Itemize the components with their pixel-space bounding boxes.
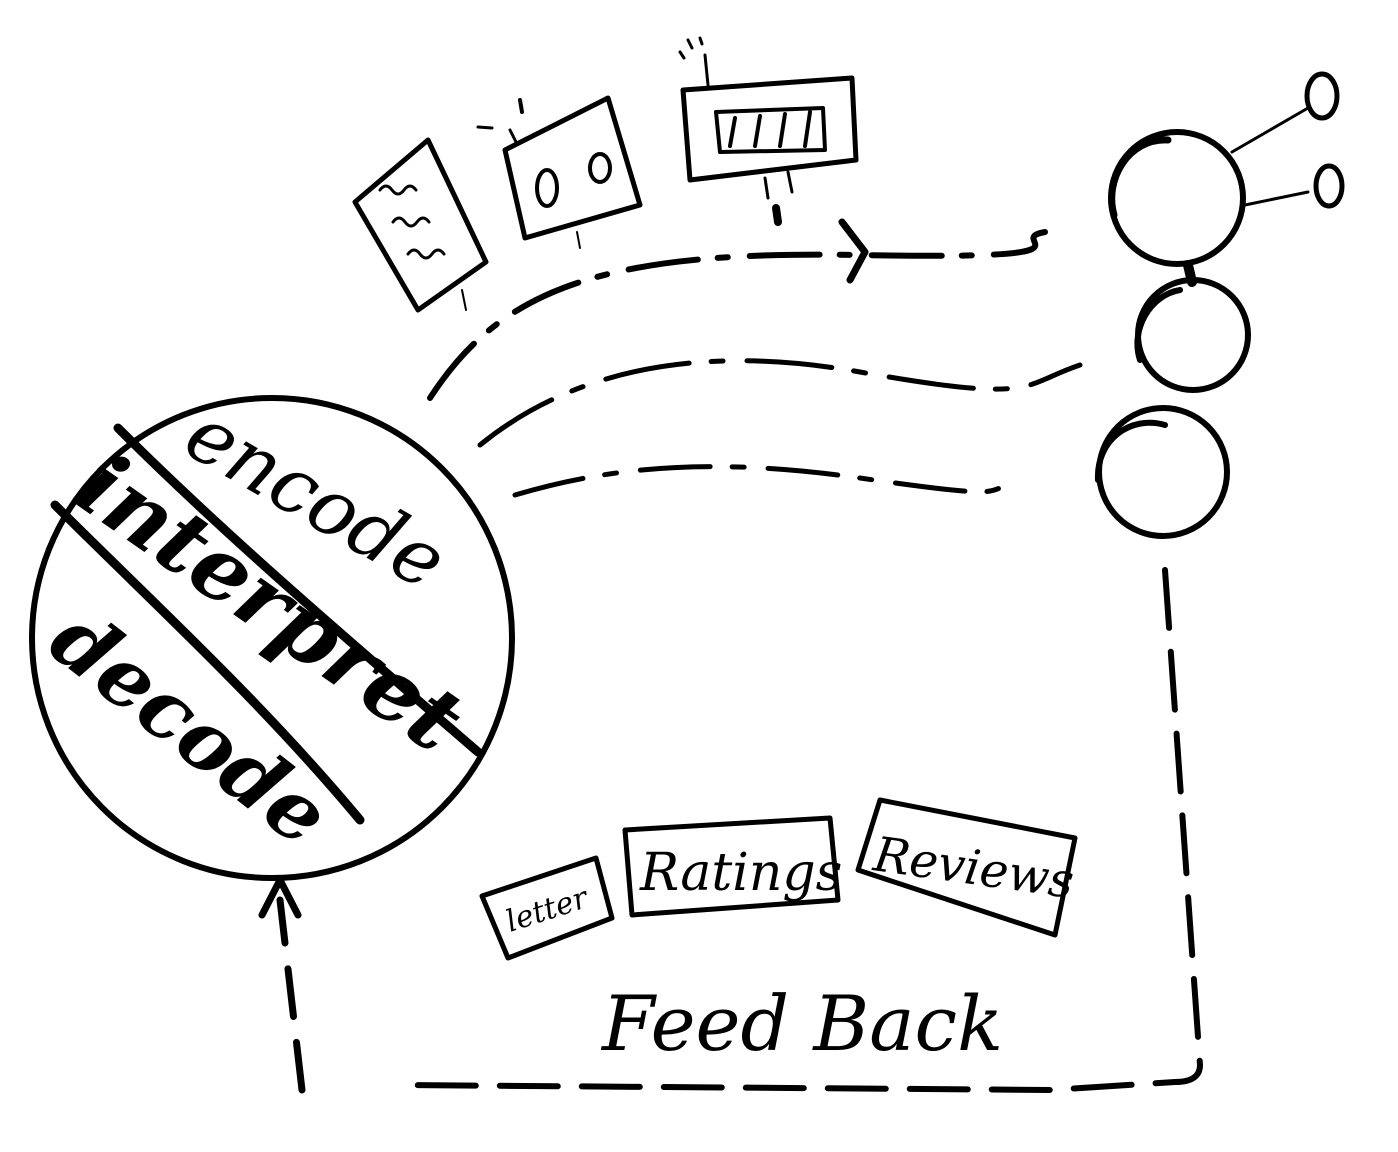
- node-small-right-icon: [1313, 163, 1345, 209]
- process-circle: encode interpret decode: [29, 389, 515, 881]
- audience-nodes: [1094, 71, 1345, 539]
- ratings-card: Ratings: [622, 815, 842, 918]
- node-small-top-icon: [1304, 71, 1340, 121]
- process-circle-outline: [29, 395, 515, 881]
- message-channels: [427, 218, 1083, 498]
- channel-path-top: [427, 229, 1048, 401]
- node-middle-icon: [1135, 277, 1251, 393]
- radio-icon: [476, 95, 643, 249]
- feedback-path: [397, 567, 1203, 1093]
- feedback-loop: [258, 567, 1203, 1094]
- letter-card: letter: [479, 855, 615, 961]
- reviews-card: Reviews: [855, 797, 1078, 938]
- arrowhead-up-icon: [258, 876, 302, 919]
- arrowhead-right-icon: [838, 218, 869, 284]
- channel-path-middle: [477, 358, 1083, 448]
- ratings-card-label: Ratings: [639, 843, 842, 903]
- divider-line-top: [113, 423, 483, 757]
- document-icon: [352, 137, 489, 313]
- tv-icon: [678, 36, 859, 226]
- channel-path-bottom: [512, 464, 1021, 498]
- reviews-card-label: Reviews: [869, 826, 1077, 910]
- divider-line-bottom: [50, 500, 365, 825]
- feedback-label: Feed Back: [600, 979, 1003, 1068]
- feedback-return-path: [276, 896, 306, 1094]
